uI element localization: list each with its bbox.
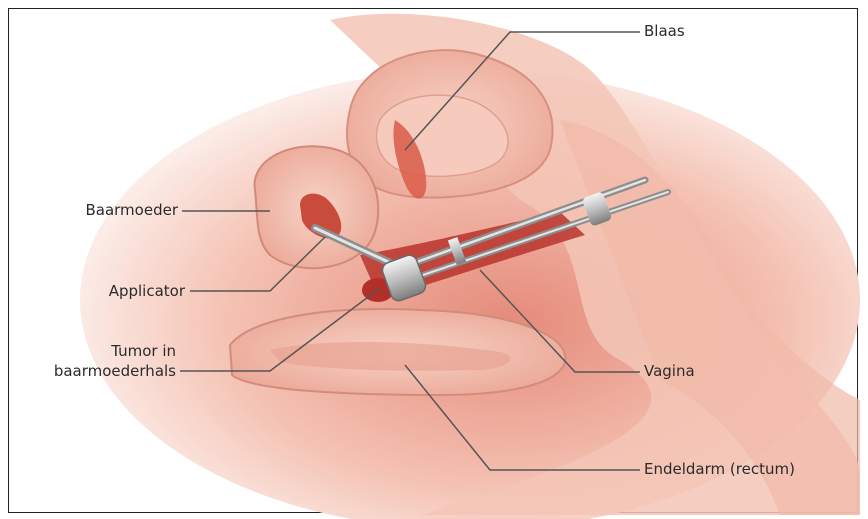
label-rectum: Endeldarm (rectum) [644,460,795,479]
label-blaas: Blaas [644,22,685,41]
label-baarmoeder: Baarmoeder [40,201,178,220]
label-applicator: Applicator [40,282,185,301]
label-tumor-line2: baarmoederhals [10,362,176,381]
label-vagina: Vagina [644,362,695,381]
label-tumor-line1: Tumor in [30,342,176,361]
